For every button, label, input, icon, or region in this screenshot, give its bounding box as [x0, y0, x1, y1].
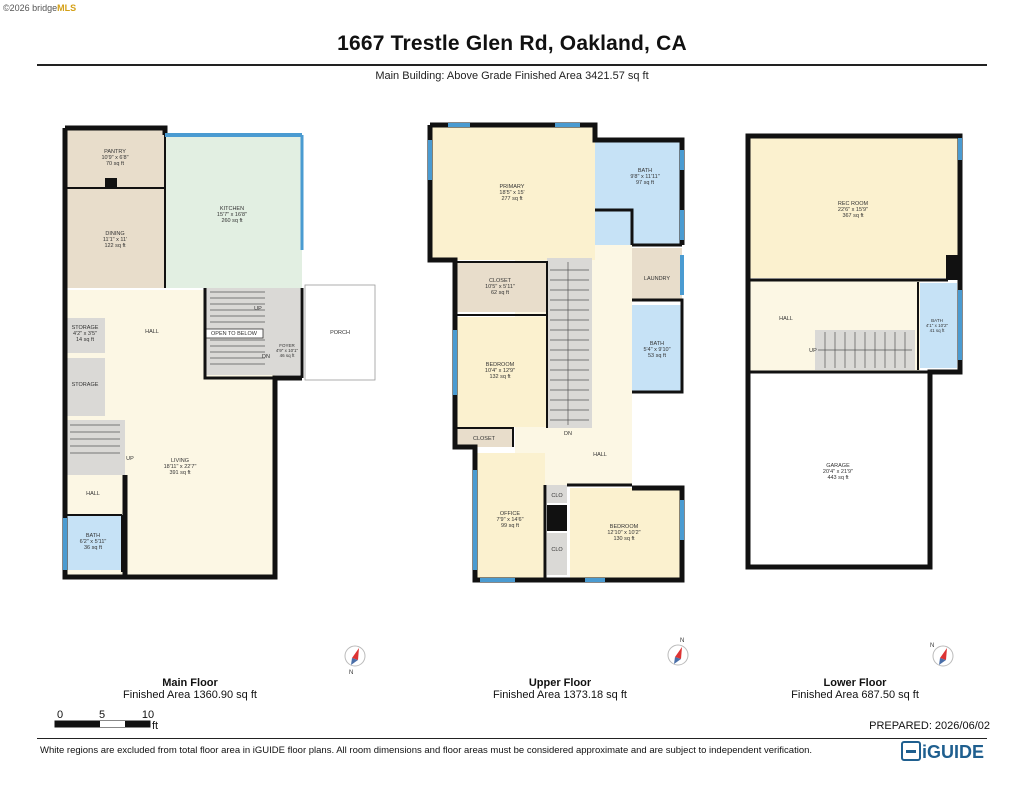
closet-1-room	[455, 262, 547, 312]
lower-bath-room	[920, 283, 957, 368]
stair-up-label: UP	[254, 306, 262, 312]
compass-lower-n: N	[930, 643, 934, 649]
lower-hall-label: HALL	[779, 316, 793, 322]
scale-tick-10: 10	[142, 709, 154, 721]
scale-tick-0: 0	[57, 709, 63, 721]
disclaimer-text: White regions are excluded from total fl…	[40, 745, 813, 756]
prepared-date: PREPARED: 2026/06/02	[869, 720, 990, 732]
stair-area-2	[65, 420, 125, 475]
plan-title: 1667 Trestle Glen Rd, Oakland, CA	[337, 32, 687, 55]
bath-room	[65, 515, 122, 570]
upper-stair-down-label: DN	[564, 431, 572, 437]
hall-label: HALL	[145, 329, 159, 335]
watermark: ©2026 bridgeMLS	[3, 3, 76, 13]
compass-lower: N	[930, 643, 954, 667]
compass-upper: N	[667, 638, 689, 666]
closet-2-label: CLOSET	[473, 436, 496, 442]
stair-down-label: DN	[262, 354, 270, 360]
watermark-brand: MLS	[57, 3, 77, 13]
lower-stair-up-label: UP	[809, 348, 817, 354]
storage-room-2	[65, 358, 105, 416]
main-floor-name: Main Floor	[162, 677, 218, 689]
scale-bar: 0 5 10 ft	[54, 709, 158, 732]
title-divider	[37, 64, 987, 66]
footer-divider	[37, 738, 987, 739]
clo-1-room	[547, 485, 567, 503]
primary-room	[430, 125, 595, 260]
upper-stairs-area	[547, 258, 592, 428]
upper-stairs	[550, 262, 589, 425]
clo-1-label: CLO	[551, 493, 563, 499]
laundry-room	[632, 248, 682, 300]
rec-room	[750, 138, 958, 278]
porch-area	[304, 284, 376, 381]
laundry-label: LAUNDRY	[644, 276, 671, 282]
dining-room	[65, 188, 165, 288]
stair-up-label-2: UP	[126, 456, 134, 462]
plan-subtitle: Main Building: Above Grade Finished Area…	[375, 70, 649, 82]
upper-hall-label: HALL	[593, 452, 607, 458]
closet-2-room	[455, 427, 513, 447]
iguide-logo-icon	[900, 741, 921, 761]
main-walls	[62, 125, 304, 580]
storage-2-label: STORAGE	[72, 382, 99, 388]
iguide-logo-text: iGUIDE	[921, 742, 984, 762]
storage-room-1	[65, 318, 105, 353]
porch-label: PORCH	[330, 330, 350, 336]
office-room	[475, 453, 545, 578]
compass-main: N	[344, 645, 366, 676]
main-floor-area: Finished Area 1360.90 sq ft	[123, 689, 257, 701]
lower-column	[946, 255, 960, 280]
lower-floor-area: Finished Area 687.50 sq ft	[791, 689, 919, 701]
lower-stairs	[818, 332, 912, 368]
clo-2-room	[547, 533, 567, 575]
lower-walls	[745, 133, 963, 570]
bedroom-2-room	[570, 488, 682, 578]
kitchen-room	[165, 135, 302, 288]
bedroom-1-room	[455, 317, 547, 427]
upper-floor-name: Upper Floor	[528, 677, 592, 689]
compass-main-n: N	[349, 670, 353, 676]
garage-room	[750, 375, 930, 565]
pantry-column	[105, 178, 117, 188]
bath-1-room	[595, 140, 682, 245]
clo-2-label: CLO	[551, 547, 563, 553]
compass-upper-n: N	[680, 638, 684, 644]
upper-chimney	[547, 505, 567, 531]
stairs	[70, 291, 265, 454]
scale-tick-5: 5	[99, 709, 105, 721]
lower-floor-name: Lower Floor	[823, 677, 887, 689]
scale-unit: ft	[152, 720, 158, 732]
hall-2-label: HALL	[86, 491, 100, 497]
upper-floor-area: Finished Area 1373.18 sq ft	[493, 689, 627, 701]
watermark-text: ©2026 bridge	[3, 3, 58, 13]
upper-windows	[428, 123, 684, 582]
iguide-logo: iGUIDE	[900, 741, 984, 763]
bath-2-room	[632, 305, 682, 392]
open-to-below-label: OPEN TO BELOW	[211, 331, 258, 337]
